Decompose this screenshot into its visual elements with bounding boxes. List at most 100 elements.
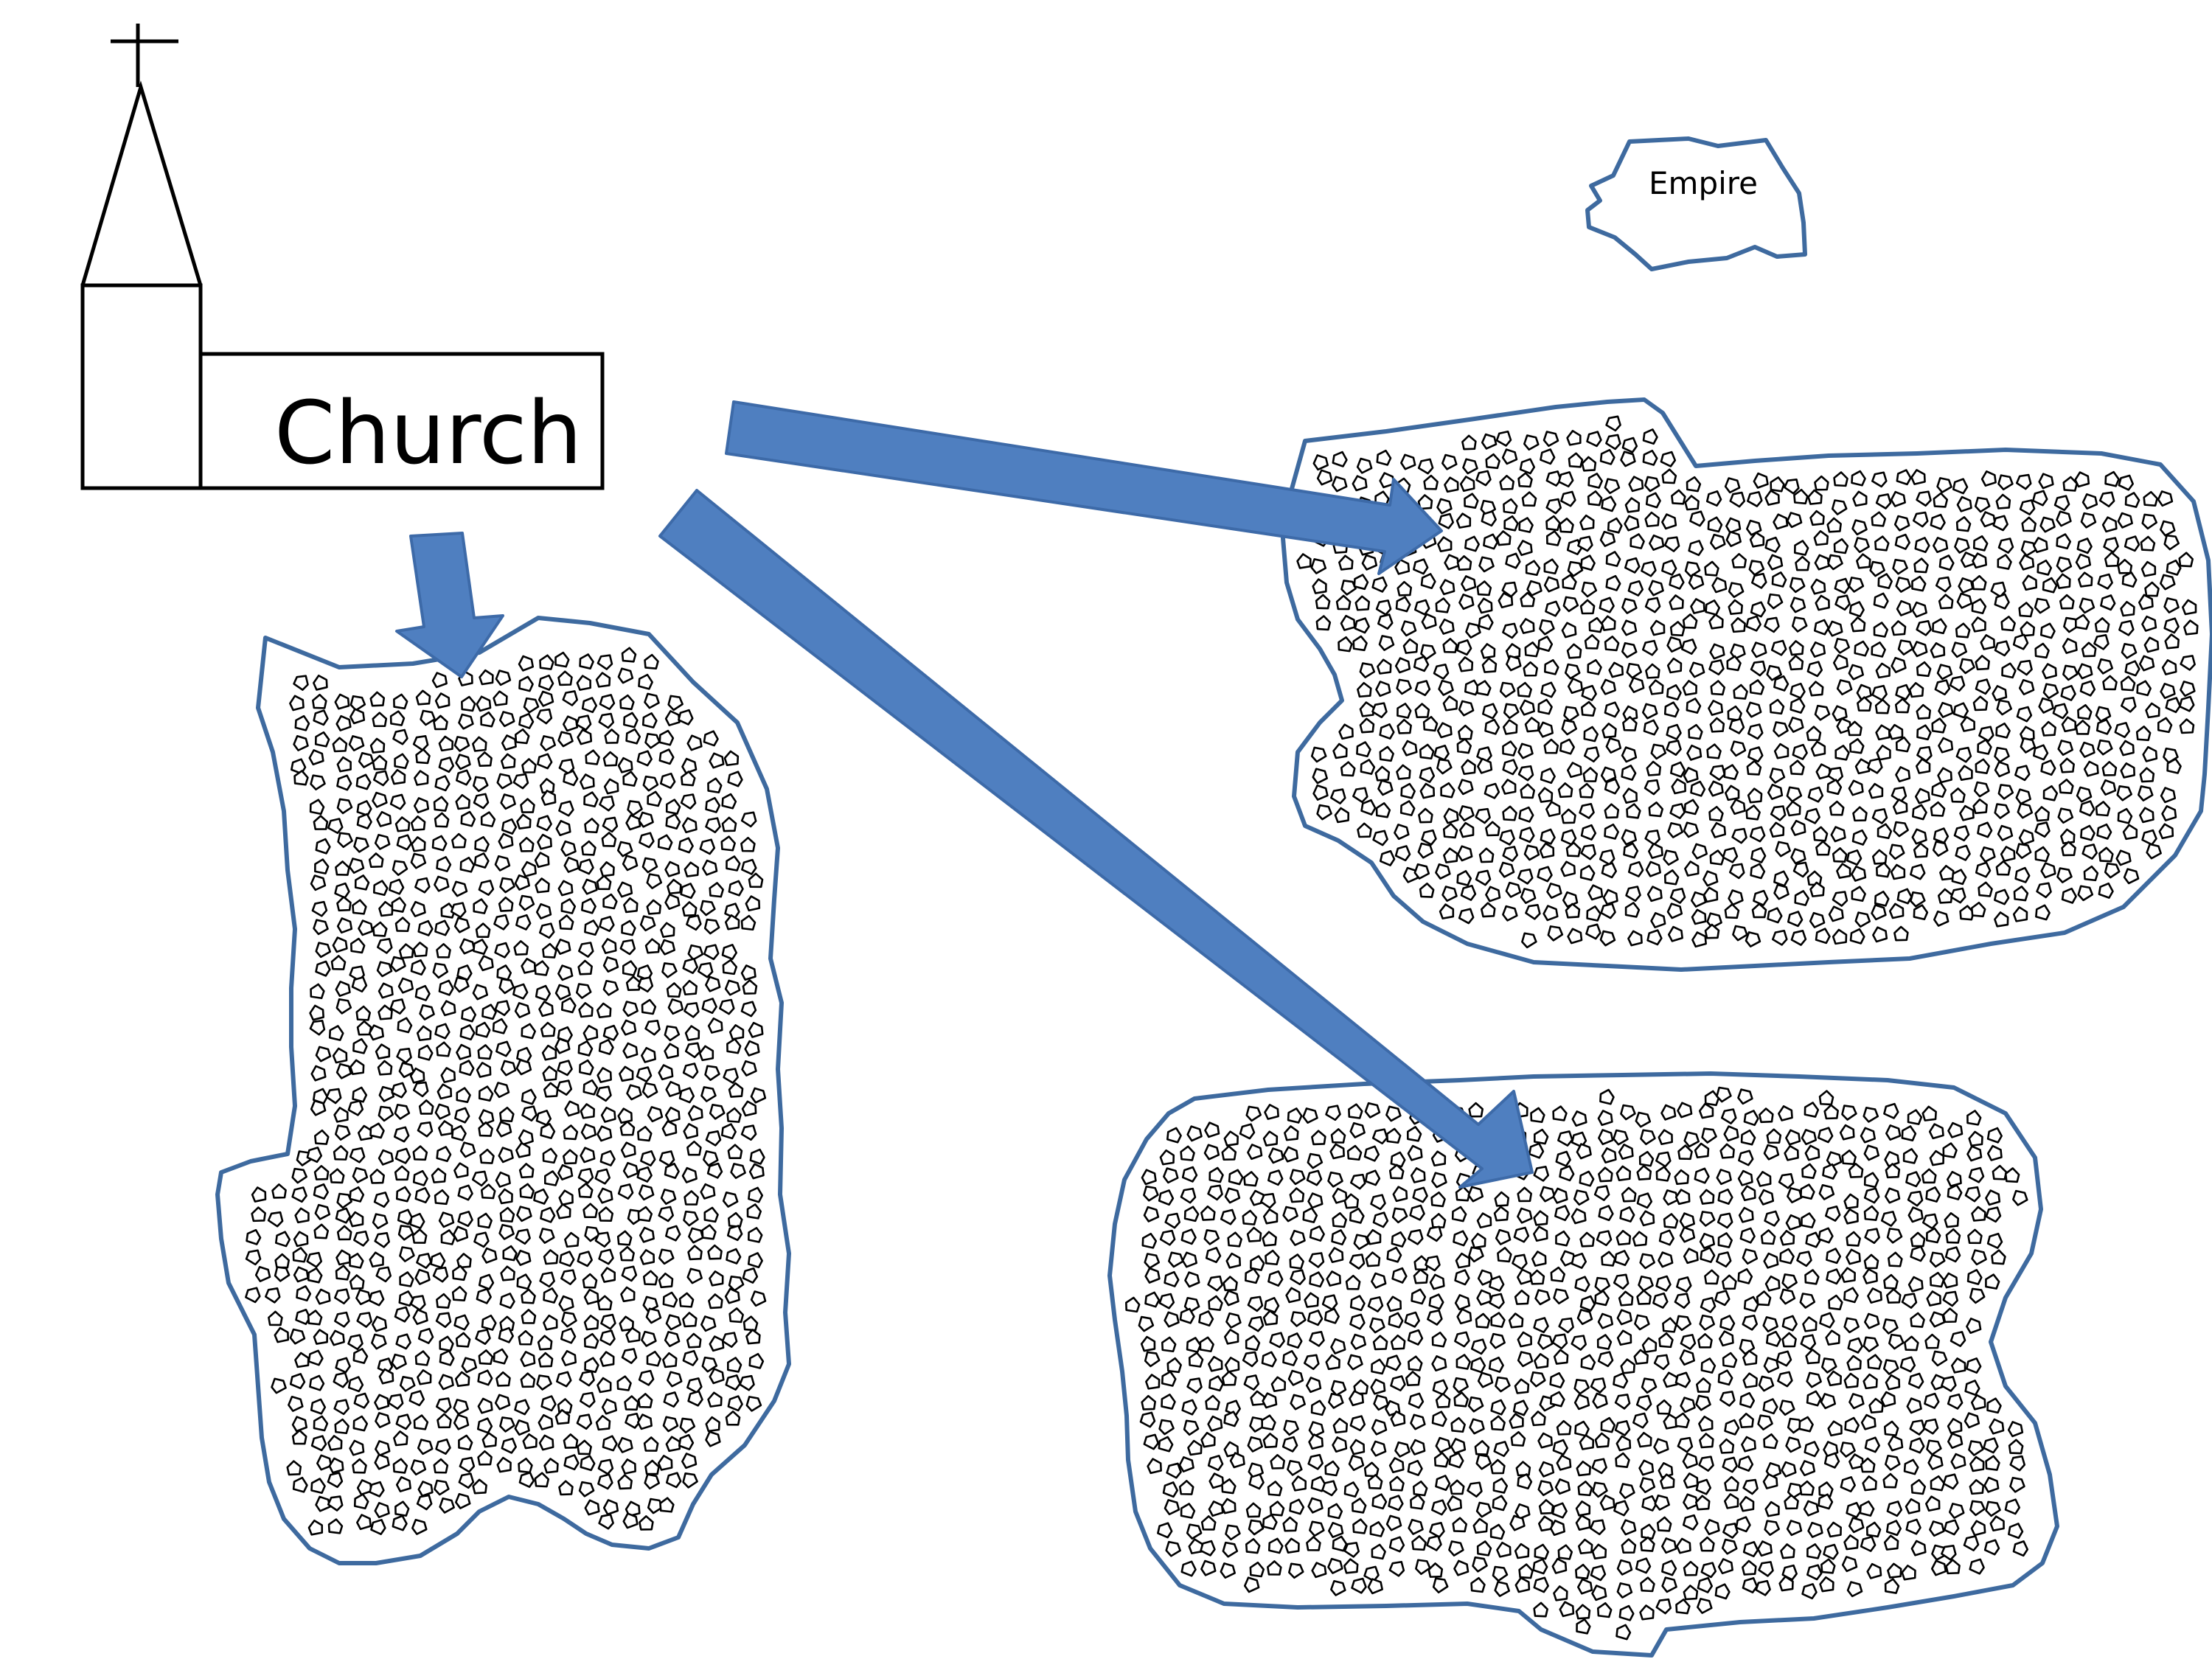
- house-icon: [481, 1004, 497, 1020]
- house-icon: [748, 1352, 765, 1369]
- house-icon: [558, 800, 574, 817]
- house-icon: [348, 858, 365, 874]
- house-icon: [459, 1024, 476, 1041]
- house-icon: [478, 1349, 494, 1366]
- house-icon: [332, 936, 348, 953]
- house-icon: [557, 731, 574, 748]
- house-icon: [313, 919, 329, 936]
- house-icon: [397, 1225, 414, 1241]
- house-icon: [394, 917, 411, 933]
- house-icon: [709, 1270, 724, 1287]
- house-icon: [644, 653, 659, 670]
- house-icon: [418, 1099, 434, 1115]
- house-icon: [597, 1295, 613, 1311]
- house-icon: [358, 751, 375, 768]
- house-icon: [720, 1123, 737, 1140]
- house-icon: [373, 770, 389, 787]
- house-icon: [473, 852, 490, 869]
- house-icon: [617, 1107, 633, 1124]
- house-icon: [644, 1019, 661, 1036]
- house-icon: [436, 856, 452, 872]
- house-icon: [667, 695, 684, 712]
- house-icon: [335, 714, 352, 731]
- house-icon: [274, 1266, 291, 1282]
- house-icon: [575, 983, 592, 999]
- house-icon: [347, 1099, 364, 1116]
- house-icon: [417, 1044, 434, 1061]
- house-icon: [410, 1295, 426, 1311]
- house-icon: [313, 1329, 329, 1345]
- house-icon: [707, 1017, 723, 1034]
- house-icon: [254, 1265, 271, 1282]
- house-icon: [434, 1023, 451, 1040]
- house-icon: [665, 1314, 682, 1331]
- house-icon: [708, 1293, 723, 1310]
- house-icon: [538, 674, 554, 691]
- house-icon: [727, 1144, 743, 1160]
- house-icon: [535, 984, 552, 1001]
- house-icon: [558, 914, 574, 931]
- house-icon: [313, 1129, 330, 1145]
- house-icon: [440, 902, 456, 919]
- house-icon: [664, 1025, 681, 1042]
- house-icon: [563, 1124, 579, 1141]
- house-icon: [251, 1206, 266, 1222]
- house-icon: [500, 1265, 515, 1281]
- house-icon: [412, 942, 428, 958]
- house-icon: [583, 1288, 599, 1305]
- house-icon: [684, 861, 700, 877]
- house-icon: [513, 940, 529, 956]
- house-icon: [410, 815, 426, 832]
- house-icon: [598, 1248, 614, 1265]
- house-icon: [577, 942, 594, 958]
- house-icon: [378, 1105, 394, 1122]
- house-icon: [396, 834, 413, 851]
- house-icon: [519, 1183, 535, 1199]
- house-icon: [660, 1189, 677, 1206]
- house-icon: [564, 1231, 580, 1248]
- house-icon: [375, 1266, 392, 1283]
- house-icon: [500, 1060, 517, 1077]
- house-icon: [411, 836, 426, 852]
- house-icon: [515, 1059, 532, 1076]
- house-icon: [602, 979, 619, 996]
- house-icon: [378, 1149, 394, 1166]
- house-icon: [598, 712, 615, 729]
- house-icon: [617, 667, 634, 684]
- house-icon: [644, 733, 661, 749]
- house-icon: [493, 1082, 510, 1099]
- house-icon: [389, 710, 406, 726]
- house-icon: [686, 1267, 703, 1284]
- house-icon: [722, 1192, 739, 1208]
- house-icon: [399, 1246, 415, 1262]
- house-icon: [414, 877, 431, 894]
- house-icon: [622, 1161, 639, 1178]
- house-icon: [538, 1001, 554, 1018]
- house-icon: [662, 1352, 678, 1368]
- house-icon: [533, 1188, 549, 1205]
- house-icon: [644, 938, 661, 954]
- house-icon: [684, 1042, 701, 1059]
- house-icon: [479, 669, 494, 686]
- house-icon: [748, 1163, 765, 1180]
- house-icon: [335, 981, 351, 998]
- house-icon: [555, 820, 571, 837]
- house-icon: [336, 917, 353, 934]
- house-icon: [518, 675, 534, 692]
- house-icon: [639, 915, 656, 932]
- house-icon: [410, 900, 426, 917]
- house-icon: [578, 1002, 594, 1018]
- house-icon: [514, 874, 531, 891]
- house-icon: [622, 1001, 639, 1018]
- house-icon: [664, 1043, 679, 1060]
- house-icon: [369, 1122, 385, 1139]
- house-icon: [452, 1225, 469, 1242]
- house-icon: [314, 858, 330, 874]
- house-icon: [641, 998, 657, 1015]
- house-icon: [540, 735, 556, 751]
- house-icon: [726, 1248, 742, 1265]
- house-icon: [597, 654, 613, 670]
- house-icon: [623, 712, 639, 728]
- house-icon: [682, 958, 698, 974]
- house-icon: [453, 976, 470, 993]
